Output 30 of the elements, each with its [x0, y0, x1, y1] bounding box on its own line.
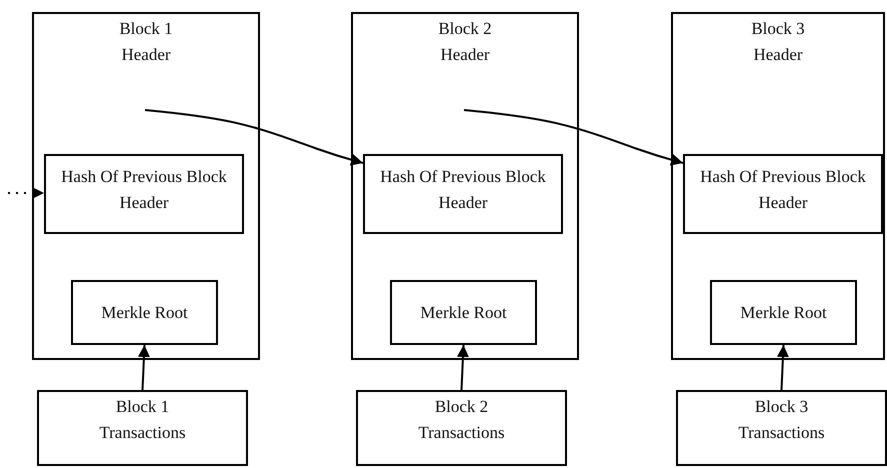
field-box — [710, 280, 857, 345]
block-header-box — [351, 12, 579, 360]
transactions-box — [356, 390, 567, 466]
node-label: Merkle Root — [100, 302, 189, 324]
block-header-box — [671, 12, 885, 360]
node-label: Merkle Root — [419, 302, 508, 324]
field-box — [683, 154, 883, 234]
transactions-box — [676, 390, 887, 466]
field-box — [363, 154, 563, 234]
node-label: Block 1 Header — [118, 18, 174, 66]
arrow — [776, 344, 789, 390]
field-box — [44, 154, 244, 234]
node-label: Block 2 Header — [437, 18, 493, 66]
field-box — [390, 280, 537, 345]
node-label: Hash Of Previous Block Header — [379, 166, 547, 214]
node-label: Merkle Root — [739, 302, 828, 324]
transactions-box — [37, 390, 248, 466]
arrow — [8, 187, 44, 199]
field-box — [71, 280, 218, 345]
node-label: Block 1 Transactions — [98, 396, 187, 444]
node-label: Hash Of Previous Block Header — [60, 166, 228, 214]
node-label: Block 3 Transactions — [737, 396, 826, 444]
node-label: Hash Of Previous Block Header — [699, 166, 867, 214]
arrow — [456, 344, 469, 390]
block-header-box — [32, 12, 260, 360]
node-label: Block 3 Header — [750, 18, 806, 66]
node-label: Block 2 Transactions — [417, 396, 506, 444]
arrow — [144, 109, 364, 166]
arrow — [138, 344, 150, 390]
arrow — [464, 109, 684, 166]
